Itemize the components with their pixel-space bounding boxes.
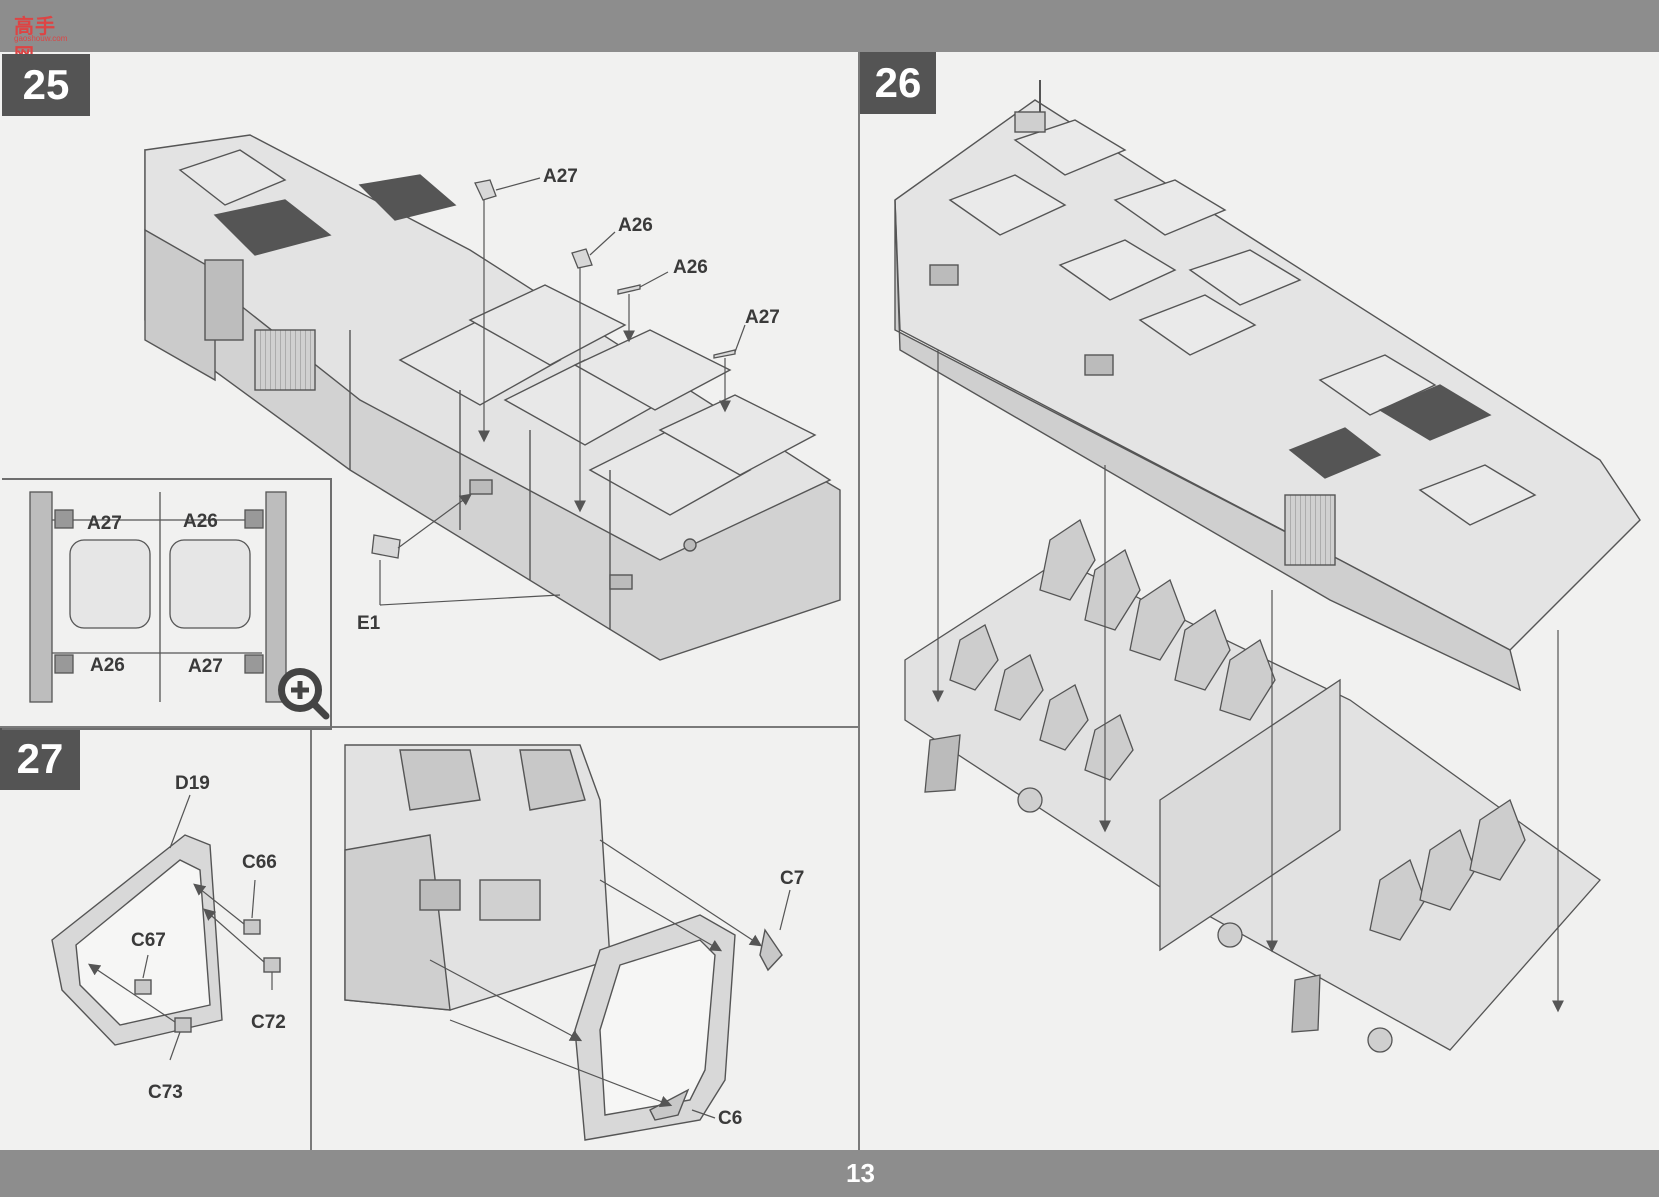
- inset-callout-a27-top: A27: [87, 513, 122, 534]
- part-a26-top: [571, 248, 593, 269]
- callout-a26-top: A26: [618, 215, 653, 236]
- step-26-badge: 26: [860, 52, 936, 114]
- step-27-badge: 27: [0, 728, 80, 790]
- callout-a26-mid: A26: [673, 257, 708, 278]
- part-c7: [759, 928, 783, 972]
- zoom-in-icon: [278, 668, 330, 720]
- step-27-door: [574, 914, 783, 1141]
- callout-c72: C72: [251, 1012, 286, 1033]
- inset-callout-a26-top: A26: [183, 511, 218, 532]
- logo-subtext: gaoshouw.com: [14, 34, 68, 43]
- inset-callout-a27-bottom: A27: [188, 656, 223, 677]
- callout-c7: C7: [780, 868, 805, 889]
- step-27-cab: [344, 744, 611, 1011]
- part-c72: [263, 957, 281, 973]
- divider-vertical-main: [858, 52, 860, 1150]
- callout-a27-top: A27: [543, 166, 578, 187]
- step-25-badge: 25: [2, 54, 90, 116]
- part-c66: [243, 919, 261, 935]
- step-25-inset-drawing: [29, 491, 287, 703]
- step-27-left-leader-lines: [88, 794, 273, 1061]
- step-26-interior: [904, 519, 1601, 1053]
- part-a27-top: [474, 179, 497, 201]
- divider-vertical-step27: [310, 728, 312, 1150]
- part-e1: [371, 534, 401, 559]
- callout-c66: C66: [242, 852, 277, 873]
- page-number: 13: [846, 1158, 875, 1188]
- footer-band: [0, 1150, 1659, 1197]
- callout-e1: E1: [357, 613, 381, 634]
- header-band: [0, 0, 1659, 52]
- step-27-door-frame: [51, 834, 281, 1046]
- part-a26-mid: [617, 284, 641, 295]
- step-26-leader-lines: [932, 350, 1564, 1013]
- callout-a27-mid: A27: [745, 307, 780, 328]
- step-25-leader-lines: [379, 177, 746, 606]
- step-27-right-leader-lines: [429, 839, 791, 1119]
- callout-c6: C6: [718, 1108, 743, 1129]
- step-25-hull-roof: [144, 134, 841, 661]
- inset-callout-a26-bottom: A26: [90, 655, 125, 676]
- callout-c73: C73: [148, 1082, 183, 1103]
- step-26-upper-hull: [894, 80, 1641, 692]
- part-c73: [174, 1017, 192, 1033]
- part-c67: [134, 979, 152, 995]
- divider-horizontal-left: [0, 726, 858, 728]
- part-a27-mid: [713, 349, 736, 359]
- callout-d19: D19: [175, 773, 210, 794]
- step-25-inset-panel: [2, 478, 332, 730]
- step-25-parts: [371, 179, 736, 559]
- callout-c67: C67: [131, 930, 166, 951]
